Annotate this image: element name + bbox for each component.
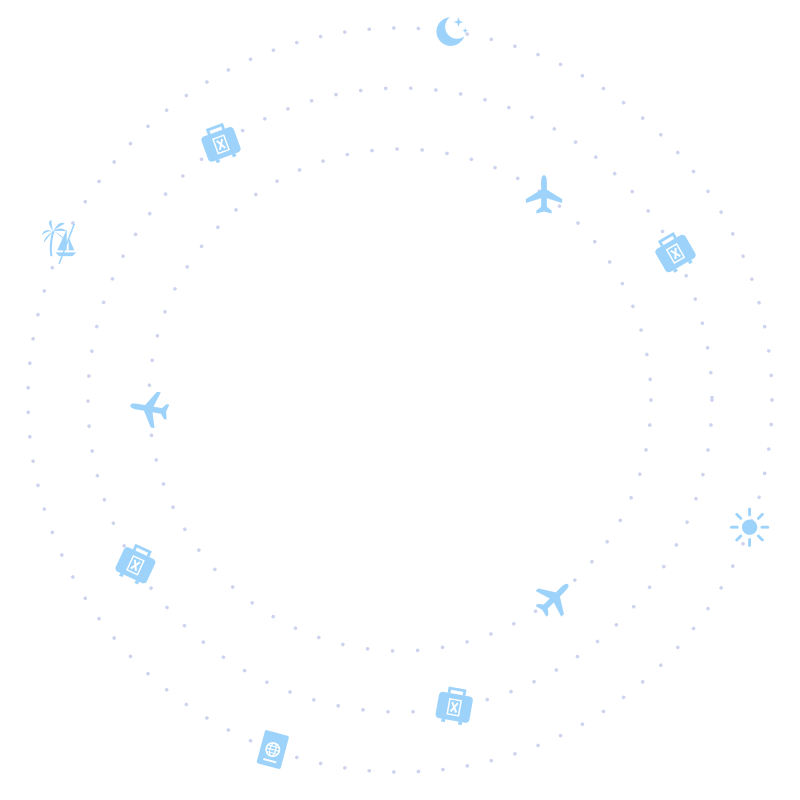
palm-beach-icon — [40, 218, 78, 265]
airplane-icon — [525, 175, 563, 214]
airplane-icon — [127, 387, 172, 430]
sun-icon — [730, 507, 770, 547]
suitcase-icon — [650, 227, 700, 278]
passport-icon — [255, 729, 290, 771]
outer-orbit — [26, 26, 774, 774]
inner-orbit — [147, 147, 653, 653]
orbit-icons — [40, 17, 770, 771]
moon-stars-icon — [436, 17, 469, 46]
airplane-icon — [528, 571, 581, 625]
suitcase-icon — [197, 120, 245, 167]
suitcase-icon — [111, 540, 161, 589]
orbit-rings — [26, 26, 774, 774]
suitcase-icon — [433, 685, 476, 728]
middle-orbit — [86, 86, 714, 714]
